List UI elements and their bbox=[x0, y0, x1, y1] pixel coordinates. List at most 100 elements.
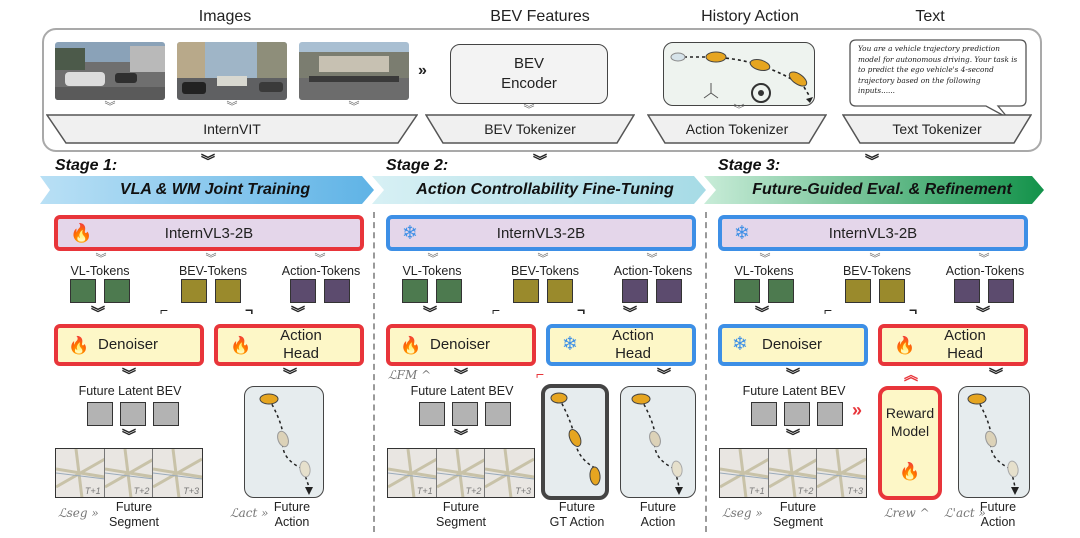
snowflake-icon: ❄ bbox=[562, 334, 578, 355]
seg-map-tile: T+2 bbox=[768, 449, 818, 497]
action-head-label: Action Head bbox=[944, 327, 986, 362]
llm-label: InternVL3-2B bbox=[828, 224, 918, 242]
reward-model: Reward Model 🔥 bbox=[878, 386, 942, 500]
latent-token bbox=[120, 402, 146, 426]
action-token bbox=[622, 279, 648, 303]
denoiser-label: Denoiser bbox=[762, 336, 823, 353]
future-segment-label: Future Segment bbox=[108, 500, 160, 529]
stage-divider bbox=[373, 212, 375, 532]
seg-time-tag: T+2 bbox=[797, 486, 814, 496]
bev-token bbox=[547, 279, 573, 303]
future-latent-label: Future Latent BEV bbox=[410, 384, 514, 398]
snowflake-icon: ❄ bbox=[734, 223, 750, 244]
header-bev-features: BEV Features bbox=[490, 8, 590, 25]
loss-act: ℒact » bbox=[230, 506, 269, 520]
internvit-label: InternVIT bbox=[203, 121, 261, 137]
bev-token bbox=[879, 279, 905, 303]
seg-time-tag: T+3 bbox=[515, 486, 531, 496]
future-segment-label: Future Segment bbox=[772, 500, 824, 529]
text-prompt: You are a vehicle trajectory prediction … bbox=[858, 44, 1018, 96]
seg-time-tag: T+2 bbox=[133, 486, 150, 496]
snowflake-icon: ❄ bbox=[402, 223, 418, 244]
seg-map-tile: T+3 bbox=[153, 449, 202, 497]
seg-time-tag: T+3 bbox=[847, 486, 863, 496]
stage-3-denoiser: ❄ Denoiser bbox=[718, 324, 868, 366]
bev-token bbox=[181, 279, 207, 303]
corner-arrow-icon: ¬ bbox=[577, 302, 586, 318]
llm-label: InternVL3-2B bbox=[164, 224, 254, 242]
stage-2-llm: ❄ InternVL3-2B bbox=[386, 215, 696, 251]
down-chevron-icon: ︾ bbox=[205, 253, 217, 265]
fire-icon: 🔥 bbox=[400, 336, 422, 355]
bev-tokenizer-label: BEV Tokenizer bbox=[484, 121, 576, 137]
down-chevron-icon: ︾ bbox=[537, 253, 549, 265]
loss-act: ℒ'act » bbox=[944, 506, 986, 520]
future-action-label: Future Action bbox=[979, 500, 1017, 529]
loss-fm: ℒFM ^ bbox=[388, 368, 432, 382]
vl-tokens-label: VL-Tokens bbox=[734, 264, 794, 278]
loss-rew: ℒrew ^ bbox=[884, 506, 930, 520]
action-tokens-label: Action-Tokens bbox=[281, 264, 361, 278]
seg-time-tag: T+1 bbox=[416, 486, 433, 496]
text-tokenizer-label: Text Tokenizer bbox=[892, 121, 982, 137]
action-token bbox=[290, 279, 316, 303]
seg-map-tile: T+1 bbox=[720, 449, 769, 497]
seg-map-tile: T+1 bbox=[388, 449, 437, 497]
down-chevron-icon: ︾ bbox=[755, 305, 769, 321]
stage-1-label: Stage 1: bbox=[55, 157, 118, 174]
fire-icon: 🔥 bbox=[70, 223, 93, 243]
down-chevron-icon: ︾ bbox=[989, 367, 1003, 383]
fire-icon: 🔥 bbox=[899, 462, 921, 481]
vl-token bbox=[768, 279, 794, 303]
vl-tokens-label: VL-Tokens bbox=[70, 264, 130, 278]
stage-divider bbox=[705, 212, 707, 532]
action-tokens-label: Action-Tokens bbox=[945, 264, 1025, 278]
stage-3-segmentation: T+1 T+2 T+3 bbox=[719, 448, 867, 498]
action-head-label: Action Head bbox=[612, 327, 654, 362]
down-chevron-icon: ︾ bbox=[291, 305, 305, 321]
denoiser-label: Denoiser bbox=[98, 336, 159, 353]
stage-2-trajectory bbox=[620, 386, 696, 498]
stage-1-action-head: 🔥 Action Head bbox=[214, 324, 364, 366]
vl-token bbox=[436, 279, 462, 303]
fire-icon: 🔥 bbox=[230, 336, 252, 355]
action-token bbox=[324, 279, 350, 303]
latent-token bbox=[751, 402, 777, 426]
stage-1-segmentation: T+1 T+2 T+3 bbox=[55, 448, 203, 498]
future-latent-label: Future Latent BEV bbox=[742, 384, 846, 398]
vl-token bbox=[104, 279, 130, 303]
bev-tokenizer-trapezoid bbox=[425, 114, 635, 144]
stage-3-llm: ❄ InternVL3-2B bbox=[718, 215, 1028, 251]
stage-3-action-head: 🔥 Action Head bbox=[878, 324, 1028, 366]
future-latent-label: Future Latent BEV bbox=[78, 384, 182, 398]
action-head-label: Action Head bbox=[280, 327, 322, 362]
llm-label: InternVL3-2B bbox=[496, 224, 586, 242]
down-chevron-icon: ︾ bbox=[427, 253, 439, 265]
header-text: Text bbox=[915, 8, 945, 25]
seg-time-tag: T+2 bbox=[465, 486, 482, 496]
down-chevron-icon: ︾ bbox=[226, 101, 238, 113]
seg-map-tile: T+3 bbox=[817, 449, 866, 497]
corner-arrow-icon: ⌐ bbox=[492, 302, 501, 318]
stage-2-action-head: ❄ Action Head bbox=[546, 324, 696, 366]
seg-map-tile: T+3 bbox=[485, 449, 534, 497]
vl-token bbox=[70, 279, 96, 303]
bev-tokens-label: BEV-Tokens bbox=[842, 264, 912, 278]
bev-tokens-label: BEV-Tokens bbox=[178, 264, 248, 278]
seg-time-tag: T+3 bbox=[183, 486, 199, 496]
vl-tokens-label: VL-Tokens bbox=[402, 264, 462, 278]
internvit-trapezoid bbox=[46, 114, 418, 144]
up-chevron-icon: ︽ bbox=[904, 367, 918, 383]
loss-seg: ℒseg » bbox=[722, 506, 763, 520]
down-chevron-icon: ︾ bbox=[786, 367, 800, 383]
future-action-label: Future Action bbox=[273, 500, 311, 529]
down-chevron-icon: ︾ bbox=[759, 253, 771, 265]
latent-token bbox=[452, 402, 478, 426]
seg-time-tag: T+1 bbox=[84, 486, 101, 496]
double-arrow-icon: » bbox=[418, 62, 427, 79]
fire-icon: 🔥 bbox=[68, 336, 90, 355]
seg-map-tile: T+2 bbox=[104, 449, 154, 497]
seg-map-tile: T+2 bbox=[436, 449, 486, 497]
bev-encoder: BEV Encoder bbox=[450, 44, 608, 104]
down-chevron-icon: ︾ bbox=[646, 253, 658, 265]
